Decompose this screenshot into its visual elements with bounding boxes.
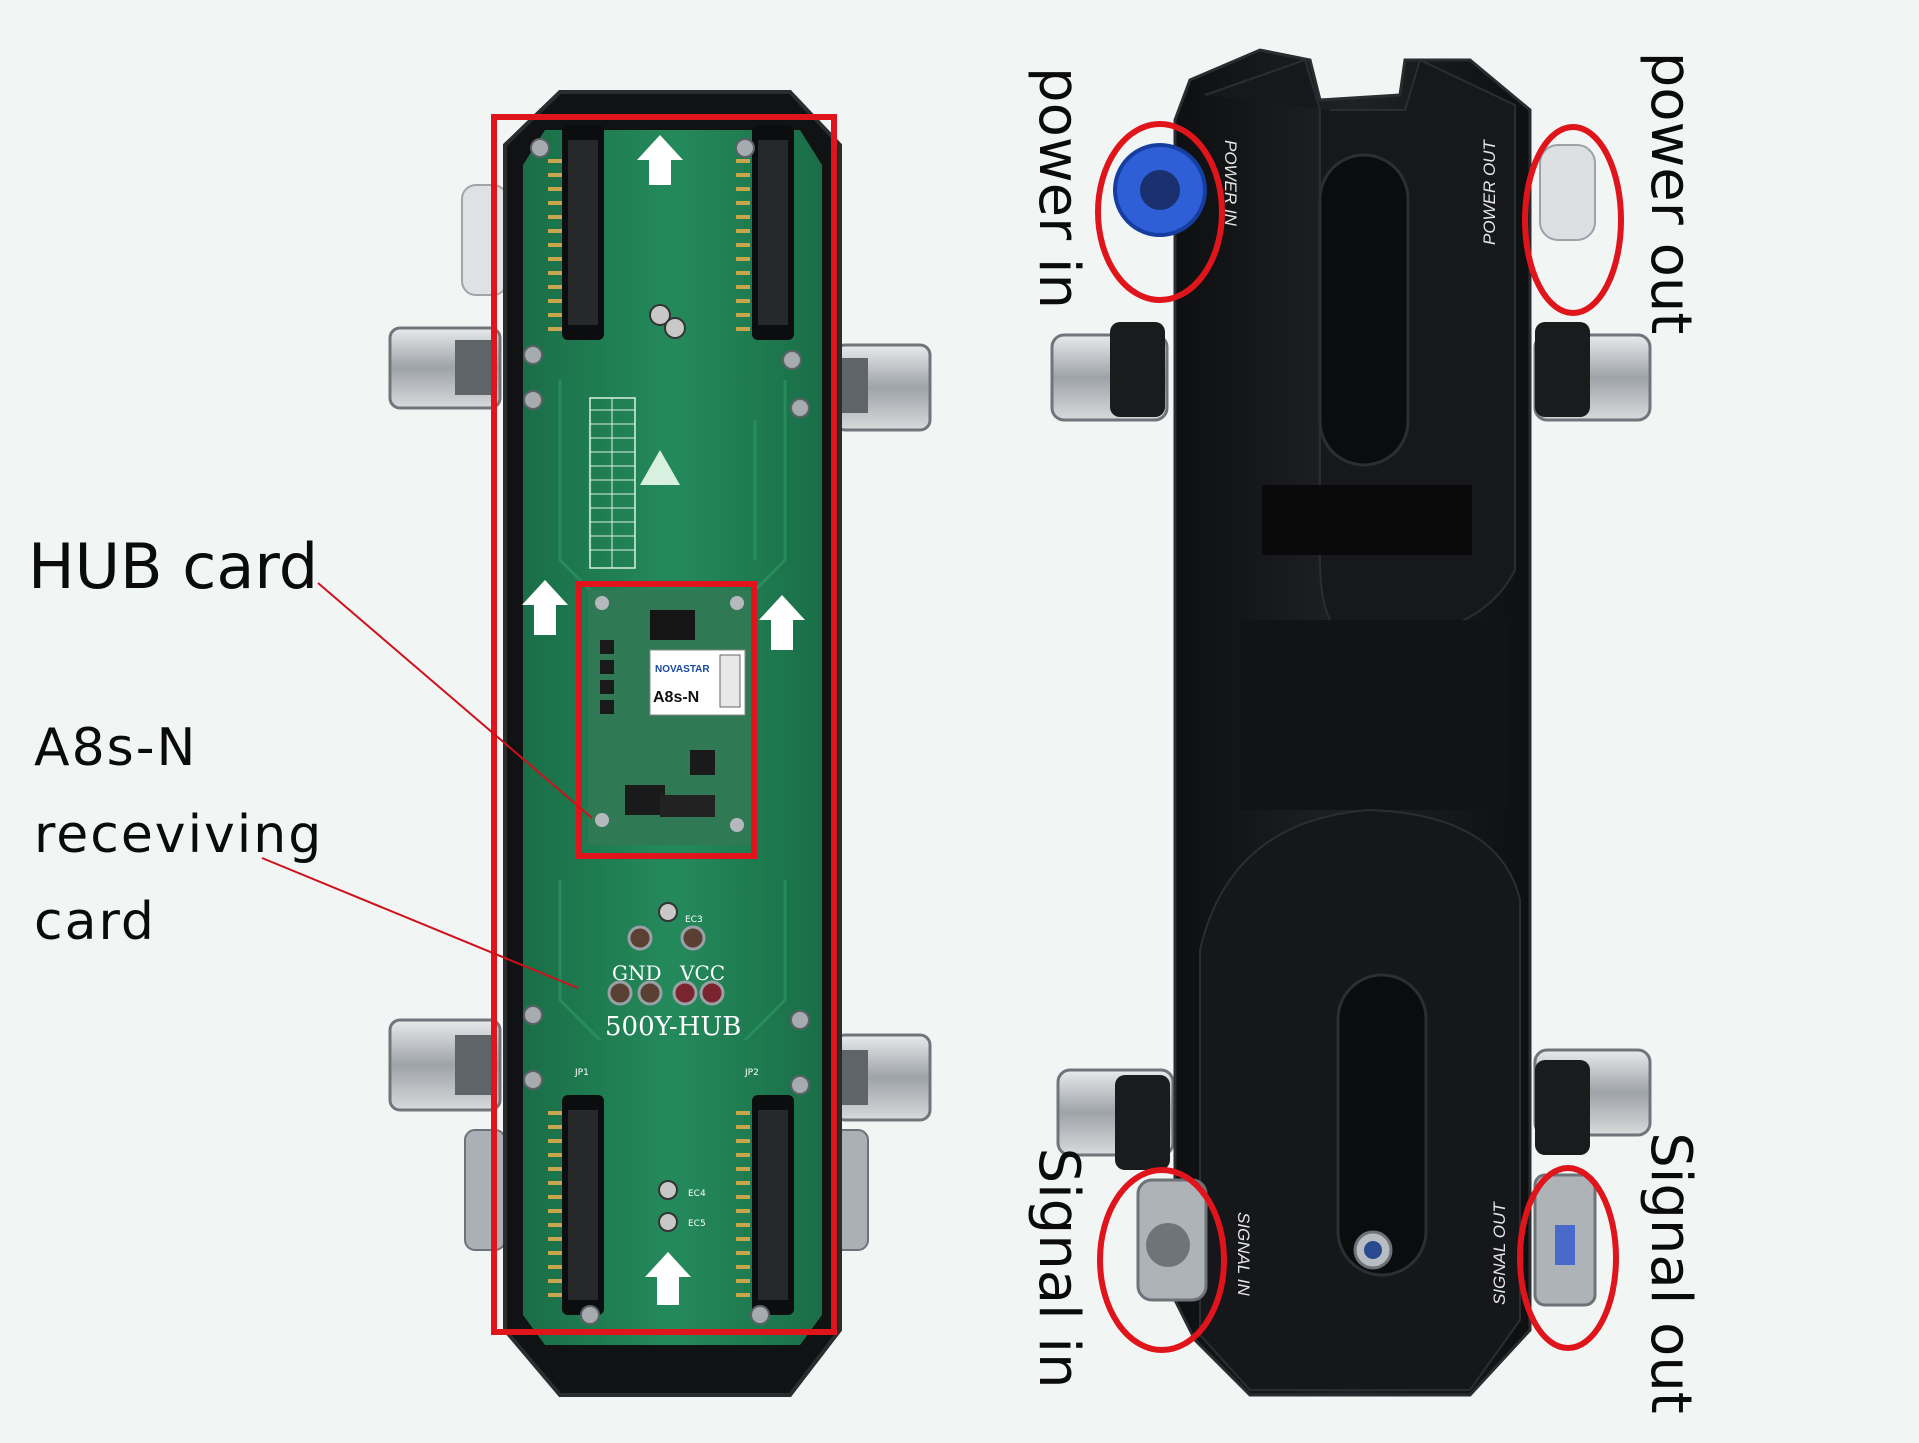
lower-handle-slot xyxy=(1336,973,1428,1277)
pcb-jp1-label: JP1 xyxy=(574,1068,589,1078)
receiving-card-leader-line xyxy=(261,857,579,989)
latch-left-bottom xyxy=(388,1018,502,1112)
vent-grille xyxy=(1240,620,1510,810)
ribbon-connector-top-left xyxy=(548,125,604,340)
pcb-ec3-label: EC3 xyxy=(685,915,703,925)
latch-left-top xyxy=(388,326,502,410)
signal-in-label: Signal in xyxy=(1026,1147,1091,1389)
power-out-label: power out xyxy=(1638,51,1703,335)
side-connector-top xyxy=(461,184,508,296)
power-out-port-label: POWER OUT xyxy=(1480,139,1499,245)
ribbon-connector-top-right xyxy=(736,125,794,340)
receiving-card-module: NOVASTAR A8s-N xyxy=(588,590,751,845)
arrow-up-icon xyxy=(522,580,568,635)
signal-out-highlight-ellipse xyxy=(1517,1165,1619,1351)
receiving-card-brand: NOVASTAR xyxy=(655,664,710,675)
hub-card-label: HUB card xyxy=(28,530,319,603)
side-connector-bottom-left xyxy=(464,1129,506,1251)
latch-closed-bottom-left xyxy=(1056,1068,1175,1170)
hub-card-highlight-box xyxy=(491,114,837,1335)
receiving-card-label-line3: card xyxy=(34,892,156,952)
capacitors-top xyxy=(649,304,686,339)
pcb-jp2-label: JP2 xyxy=(744,1068,759,1078)
pcb-gnd-label: GND xyxy=(612,961,662,985)
latch-right-top xyxy=(833,343,932,432)
signal-in-connector xyxy=(1136,1178,1208,1302)
power-in-port-label: POWER IN xyxy=(1221,140,1240,227)
receiving-card-label-line1: A8s-N xyxy=(34,718,198,778)
lower-components xyxy=(607,902,725,1232)
right-module-closed: POWER IN POWER OUT SIGNAL IN SIGNAL OUT xyxy=(1050,48,1652,1397)
receiving-card-highlight-box xyxy=(576,581,757,859)
arrow-up-icon xyxy=(645,1252,691,1305)
arrow-up-icon xyxy=(759,595,805,650)
left-module-open: NOVASTAR A8s-N GND VCC 500Y-HUB EC3 EC4 … xyxy=(261,90,932,1397)
power-out-connector xyxy=(1539,144,1596,241)
pcb-ec5-label: EC5 xyxy=(688,1219,706,1229)
tape-strip-upper xyxy=(1262,485,1472,555)
esd-warning-icon xyxy=(640,450,680,485)
power-out-highlight-ellipse xyxy=(1522,124,1624,316)
hub-card-leader-line xyxy=(317,582,593,819)
ribbon-connector-bottom-left xyxy=(548,1095,604,1315)
direction-arrows xyxy=(522,135,805,1305)
pcb-ec4-label: EC4 xyxy=(688,1189,706,1199)
receiving-card-label-line2: receviving xyxy=(34,805,324,865)
arrow-up-icon xyxy=(637,135,683,185)
signal-out-label: Signal out xyxy=(1638,1132,1703,1414)
power-in-connector xyxy=(1113,143,1207,237)
latch-closed-top-right xyxy=(1533,322,1652,422)
power-in-label: power in xyxy=(1026,67,1091,309)
signal-in-port-label: SIGNAL IN xyxy=(1234,1212,1253,1296)
latch-right-bottom xyxy=(833,1033,932,1122)
board-screws xyxy=(523,138,810,1325)
pcb-vcc-label: VCC xyxy=(679,961,725,985)
latch-closed-top-left xyxy=(1050,322,1169,422)
receiving-card-model: A8s-N xyxy=(653,689,699,706)
ribbon-connector-bottom-right xyxy=(736,1095,794,1315)
power-button-icon xyxy=(1353,1230,1393,1270)
latch-closed-bottom-right xyxy=(1533,1048,1652,1155)
signal-out-port-label: SIGNAL OUT xyxy=(1490,1201,1509,1305)
pcb-model-label: 500Y-HUB xyxy=(605,1012,741,1042)
signal-out-connector xyxy=(1533,1173,1597,1307)
power-in-highlight-ellipse xyxy=(1095,121,1225,303)
signal-in-highlight-ellipse xyxy=(1097,1167,1227,1353)
upper-handle-slot xyxy=(1318,153,1410,467)
